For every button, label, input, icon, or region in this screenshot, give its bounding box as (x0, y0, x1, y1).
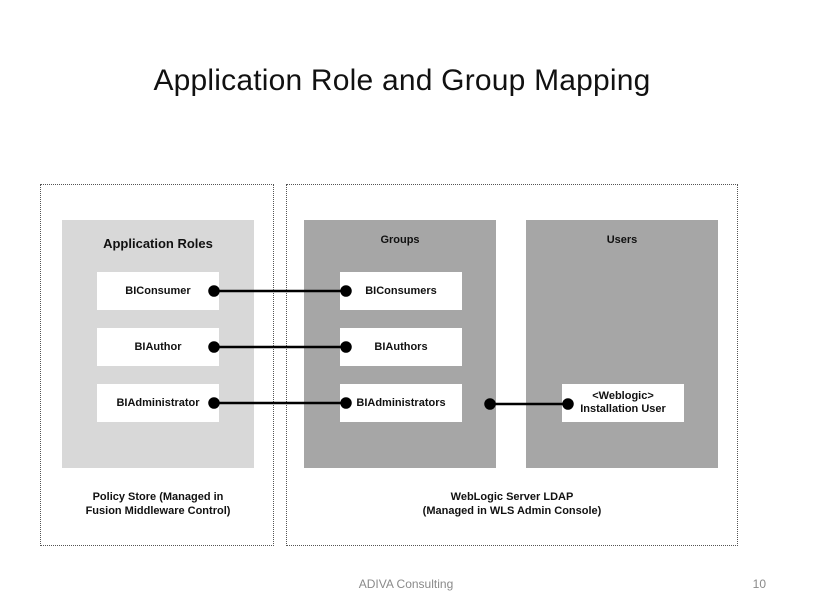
role-node-biconsumer: BIConsumer (97, 272, 219, 310)
group-node-biauthors: BIAuthors (340, 328, 462, 366)
policy-store-caption: Policy Store (Managed in Fusion Middlewa… (85, 491, 231, 517)
group-node-biconsumers: BIConsumers (340, 272, 462, 310)
role-node-biauthor: BIAuthor (97, 328, 219, 366)
policy-store-frame (40, 184, 274, 546)
users-panel: Users (526, 220, 718, 468)
users-title: Users (606, 234, 638, 246)
page-number: 10 (752, 577, 766, 591)
groups-title: Groups (380, 234, 420, 246)
role-node-biadministrator: BIAdministrator (97, 384, 219, 422)
footer-company: ADIVA Consulting (358, 577, 454, 591)
weblogic-ldap-frame (286, 184, 738, 546)
weblogic-ldap-caption: WebLogic Server LDAP (Managed in WLS Adm… (422, 491, 602, 517)
application-roles-title: Application Roles (103, 236, 213, 251)
group-node-biadministrators: BIAdministrators (340, 384, 462, 422)
slide-title: Application Role and Group Mapping (153, 64, 651, 97)
user-node-weblogic-installation-user: <Weblogic> Installation User (562, 384, 684, 422)
